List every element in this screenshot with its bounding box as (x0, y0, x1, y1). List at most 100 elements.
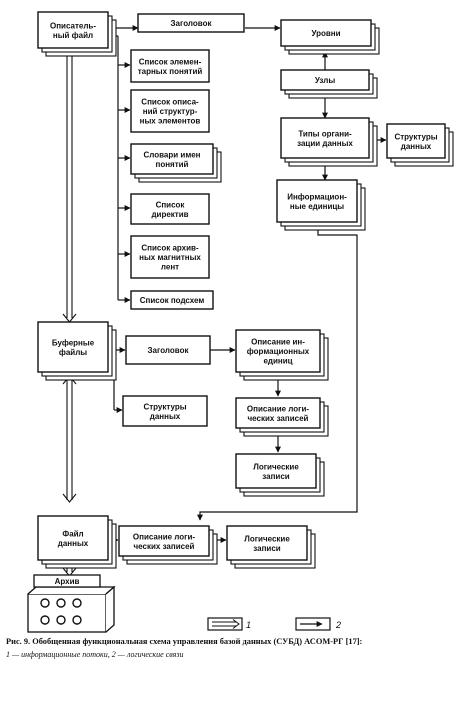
node-box (130, 193, 210, 225)
node-label: Список архив- (141, 244, 199, 253)
node-box (137, 13, 245, 33)
node-nodes-box: Узлы (280, 69, 378, 99)
node-box (235, 453, 317, 489)
node-label: Список подсхем (140, 296, 205, 305)
flow-arrowhead-down-2 (62, 493, 77, 503)
caption-legend: 1 — информационные потоки, 2 — логически… (6, 650, 184, 659)
node-label: формационных (247, 347, 310, 356)
node-box (130, 235, 210, 279)
node-label: зации данных (297, 139, 353, 148)
node-label: данных (150, 412, 181, 421)
node-info-units: Информацион-ные единицы (276, 179, 366, 231)
information-flows (62, 48, 77, 577)
node-desc-file: Описатель-ный файл (37, 11, 117, 57)
node-box (37, 11, 109, 49)
archive-device: Архив (27, 574, 116, 633)
node-header-top: Заголовок (137, 13, 245, 33)
node-box (226, 525, 308, 561)
legend-item-2: 2 (335, 620, 341, 630)
node-label: файлы (59, 348, 87, 357)
node-box (280, 19, 372, 47)
node-box (280, 69, 370, 91)
node-struct-elements: Список описа-ний структур-ных элементов (130, 89, 210, 133)
node-subschemas: Список подсхем (130, 290, 214, 310)
node-box (130, 89, 210, 133)
node-label: единиц (263, 357, 292, 366)
node-box (276, 179, 358, 223)
node-label: Описатель- (50, 21, 96, 30)
archive-body (27, 593, 107, 633)
node-label: данных (401, 142, 432, 151)
node-box (37, 515, 109, 561)
node-label: тарных понятий (138, 67, 203, 76)
node-label: Логические (244, 534, 290, 543)
node-label: ний структур- (143, 107, 198, 116)
node-label: записи (253, 544, 281, 553)
node-label: Информацион- (287, 192, 347, 201)
node-label: Словари имен (143, 150, 200, 159)
archive-label-box (33, 574, 101, 588)
node-logical-records-desc-bottom: Описание логи-ческих записей (118, 525, 218, 565)
node-label: Структуры (394, 132, 437, 141)
node-label: Структуры (143, 402, 186, 411)
node-box (118, 525, 210, 557)
node-label: Список элемен- (139, 57, 202, 66)
node-box (122, 395, 208, 427)
node-org-types: Типы органи-зации данных (280, 117, 378, 167)
node-box (130, 290, 214, 310)
node-label: Описание логи- (133, 532, 196, 541)
node-label: данных (58, 539, 89, 548)
node-label: Описание ин- (251, 338, 305, 347)
node-label: записи (262, 472, 290, 481)
node-logical-records-desc-mid: Описание логи-ческих записей (235, 397, 329, 437)
node-label: ный файл (53, 31, 93, 40)
node-label: директив (151, 210, 188, 219)
node-label: Типы органи- (298, 129, 352, 138)
node-label: понятий (156, 160, 189, 169)
node-label: Узлы (315, 76, 336, 85)
node-label: Уровни (311, 29, 340, 38)
figure-caption: Рис. 9. Обобщенная функциональная схема … (6, 636, 446, 660)
node-label: Описание логи- (247, 404, 310, 413)
node-label: ных элементов (140, 117, 201, 126)
node-label: ные единицы (290, 202, 344, 211)
node-label: Список (156, 200, 186, 209)
archive-label: Архив (55, 577, 80, 586)
node-label: ческих записей (134, 542, 195, 551)
node-box (235, 329, 321, 373)
legend-item-1: 1 (246, 620, 251, 630)
node-label: ческих записей (248, 414, 309, 423)
legend-flow-arrow-icon (232, 619, 240, 629)
flow-arrowhead-down (62, 313, 77, 323)
node-label: Список описа- (141, 98, 199, 107)
node-box (280, 117, 370, 159)
node-box (130, 49, 210, 83)
node-label: Буферные (52, 338, 95, 347)
diagram-nodes: Описатель-ный файлЗаголовокУровниУзлыТип… (37, 11, 454, 569)
node-box (386, 123, 446, 159)
node-label: Заголовок (171, 19, 213, 28)
node-box (130, 143, 214, 175)
edge-info-down (197, 226, 358, 521)
legend-flow-box (207, 617, 243, 631)
node-label: Файл (62, 529, 83, 538)
node-levels: Уровни (280, 19, 380, 55)
node-elem-concepts: Список элемен-тарных понятий (130, 49, 210, 83)
node-box (125, 335, 211, 365)
node-label: Логические (253, 462, 299, 471)
caption-title: Рис. 9. Обобщенная функциональная схема … (6, 637, 363, 646)
legend: 1 2 (207, 617, 341, 631)
node-label: ных магнитных (139, 253, 201, 262)
node-header-mid: Заголовок (125, 335, 211, 365)
node-label: лент (161, 263, 179, 272)
